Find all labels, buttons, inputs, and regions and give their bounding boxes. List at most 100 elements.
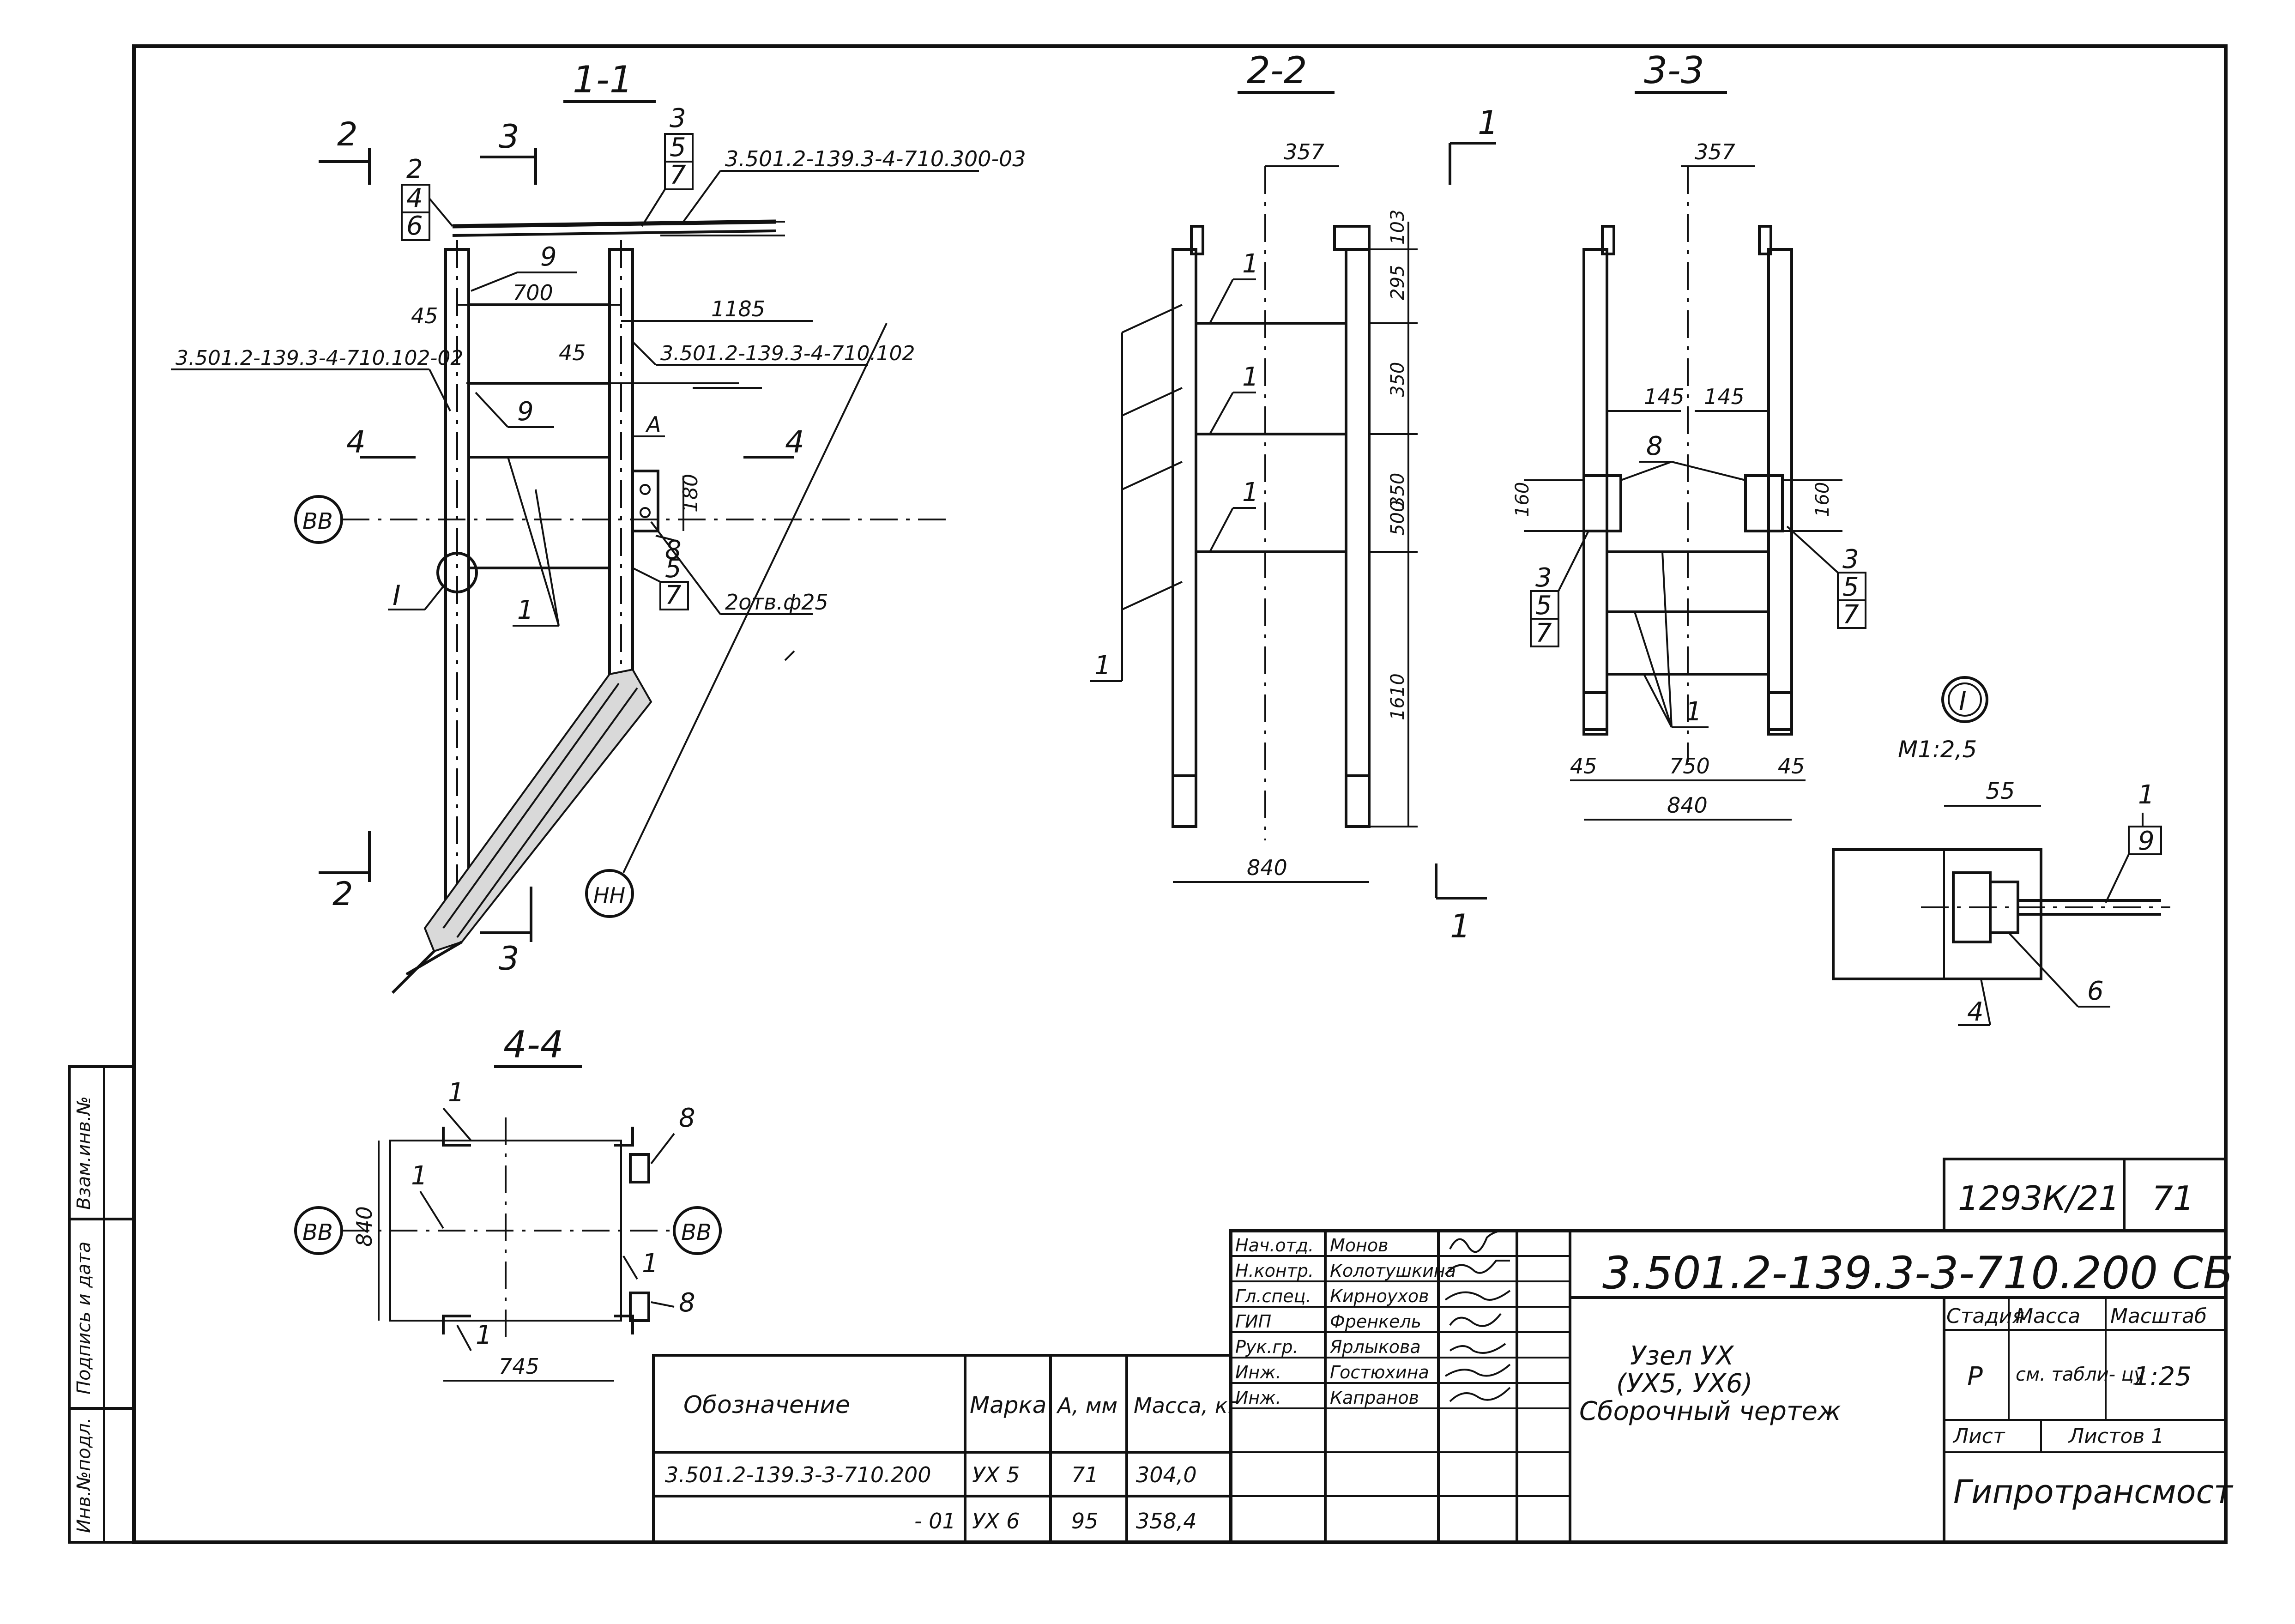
signature-7 xyxy=(1449,1387,1511,1402)
pos-1a: 1 xyxy=(448,1078,465,1108)
dim-45b: 45 xyxy=(1778,754,1805,779)
staff-name-5: Ярлыкова xyxy=(1329,1337,1421,1357)
pos-7b: 7 xyxy=(1842,600,1859,630)
marker-BB: ВВ xyxy=(302,508,333,534)
signature-5 xyxy=(1449,1343,1506,1354)
view-1-1: 1-1 2 3 2 xyxy=(171,58,1026,994)
dim-700: 700 xyxy=(513,280,553,305)
pos-4: 4 xyxy=(1967,997,1984,1027)
dim-45a: 45 xyxy=(411,303,438,328)
pos-5a: 5 xyxy=(1535,591,1552,621)
pos-9a: 9 xyxy=(540,242,557,272)
drawing-frame xyxy=(132,44,2228,1544)
ref-top: 3.501.2-139.3-4-710.300-03 xyxy=(725,146,1026,171)
signature-1 xyxy=(1449,1230,1501,1253)
pos-2: 2 xyxy=(406,154,423,184)
pos-9b: 9 xyxy=(517,397,534,427)
cut-3-label: 3 xyxy=(499,118,519,156)
pos-7: 7 xyxy=(670,160,686,190)
marker-BB-left: ВВ xyxy=(302,1220,333,1245)
dim-1185: 1185 xyxy=(711,296,765,321)
sheet-label: Лист xyxy=(1952,1425,2005,1448)
dim-350b: 350 xyxy=(1387,473,1408,508)
staff-name-6: Гостюхина xyxy=(1330,1362,1429,1383)
pos-8a: 8 xyxy=(679,1103,695,1133)
spec-row2-a: 95 xyxy=(1071,1509,1099,1533)
dim-500: 500 xyxy=(1387,501,1408,536)
dim-145a: 145 xyxy=(1644,384,1685,409)
detail-I-label: I xyxy=(393,580,401,612)
section-title-3-3: 3-3 xyxy=(1644,49,1704,92)
section-title-1-1: 1-1 xyxy=(573,58,633,101)
cut-2-label: 2 xyxy=(337,115,358,153)
dim-180: 180 xyxy=(679,474,702,513)
pos-1b: 1 xyxy=(411,1161,428,1191)
dim-840: 840 xyxy=(352,1206,377,1247)
cut-1-top: 1 xyxy=(1478,104,1498,142)
dim-103: 103 xyxy=(1387,210,1408,245)
staff-name-3: Кирноухов xyxy=(1330,1286,1429,1306)
pos-1: 1 xyxy=(2138,780,2155,810)
dim-350a: 350 xyxy=(1387,362,1408,397)
dim-55: 55 xyxy=(1986,778,2015,804)
scale-value: 1:25 xyxy=(2133,1362,2192,1392)
dim-160a: 160 xyxy=(1512,482,1533,517)
pos-9: 9 xyxy=(2138,826,2155,856)
view-4-4: 4-4 ВВ ВВ 1 1 1 1 8 8 840 745 xyxy=(294,1023,722,1382)
section-title-2-2: 2-2 xyxy=(1247,49,1307,92)
ref-left: 3.501.2-139.3-4-710.102-02 xyxy=(175,346,463,370)
pos-1b: 1 xyxy=(1242,362,1259,392)
pos-5b: 5 xyxy=(1842,572,1859,602)
dim-45b: 45 xyxy=(559,340,586,365)
side-stamp-col1: Взам.инв.№ xyxy=(73,1096,95,1210)
holes-note: 2отв.ф25 xyxy=(725,590,828,615)
detail-I-mark: I xyxy=(1959,687,1967,717)
pos-3: 3 xyxy=(670,103,686,133)
pos-8: 8 xyxy=(1646,431,1663,461)
cut-4a: 4 xyxy=(346,424,366,460)
staff-role-7: Инж. xyxy=(1235,1388,1281,1408)
stage-value: Р xyxy=(1967,1362,1983,1392)
spec-header-a: А, мм xyxy=(1056,1393,1117,1418)
drawing-designation: 3.501.2-139.3-3-710.200 СБ xyxy=(1602,1247,2234,1299)
staff-name-7: Капранов xyxy=(1330,1388,1419,1408)
cut-2-bottom: 2 xyxy=(332,875,353,913)
staff-name-2: Колотушкина xyxy=(1330,1261,1456,1281)
spec-table: Обозначение Марка А, мм Масса, кг 3.501.… xyxy=(652,1354,1239,1544)
pos-5: 5 xyxy=(670,133,686,163)
dim-160b: 160 xyxy=(1812,482,1833,517)
spec-row1-mark: УХ 5 xyxy=(972,1462,1020,1487)
dim-357: 357 xyxy=(1695,139,1735,164)
cut-4b: 4 xyxy=(785,424,804,460)
pos-7a: 7 xyxy=(1535,618,1552,648)
cut-1-bottom: 1 xyxy=(1450,907,1471,945)
pos-1c: 1 xyxy=(642,1249,658,1279)
staff-role-1: Нач.отд. xyxy=(1235,1235,1314,1256)
staff-name-4: Френкель xyxy=(1330,1311,1421,1332)
marker-HH: НН xyxy=(593,883,625,908)
pos-1d: 1 xyxy=(476,1320,492,1350)
spec-row2-mark: УХ 6 xyxy=(972,1509,1020,1533)
staff-role-2: Н.контр. xyxy=(1235,1261,1314,1281)
pos-3b: 3 xyxy=(1842,544,1859,574)
archive-sheet-number: 71 xyxy=(2152,1179,2194,1218)
dim-295: 295 xyxy=(1387,265,1408,300)
stage-label: Стадия xyxy=(1946,1304,2024,1328)
pos-1: 1 xyxy=(517,595,534,625)
dim-750: 750 xyxy=(1669,754,1710,779)
spec-row2-mass: 358,4 xyxy=(1136,1509,1197,1533)
staff-role-4: ГИП xyxy=(1235,1311,1271,1332)
mass-label: Масса xyxy=(2016,1304,2080,1328)
signature-4 xyxy=(1449,1313,1502,1327)
staff-role-5: Рук.гр. xyxy=(1235,1337,1298,1357)
staff-name-1: Монов xyxy=(1330,1235,1389,1256)
side-stamp-frame xyxy=(68,1065,135,1544)
spec-row1-a: 71 xyxy=(1071,1462,1099,1487)
pos-3a: 3 xyxy=(1535,563,1552,593)
organization: Гипротрансмост xyxy=(1953,1473,2234,1511)
item-name-line1: Узел УХ xyxy=(1630,1341,1734,1371)
pos-6: 6 xyxy=(406,211,423,241)
pos-7b: 7 xyxy=(665,580,682,610)
dim-45a: 45 xyxy=(1570,754,1597,779)
